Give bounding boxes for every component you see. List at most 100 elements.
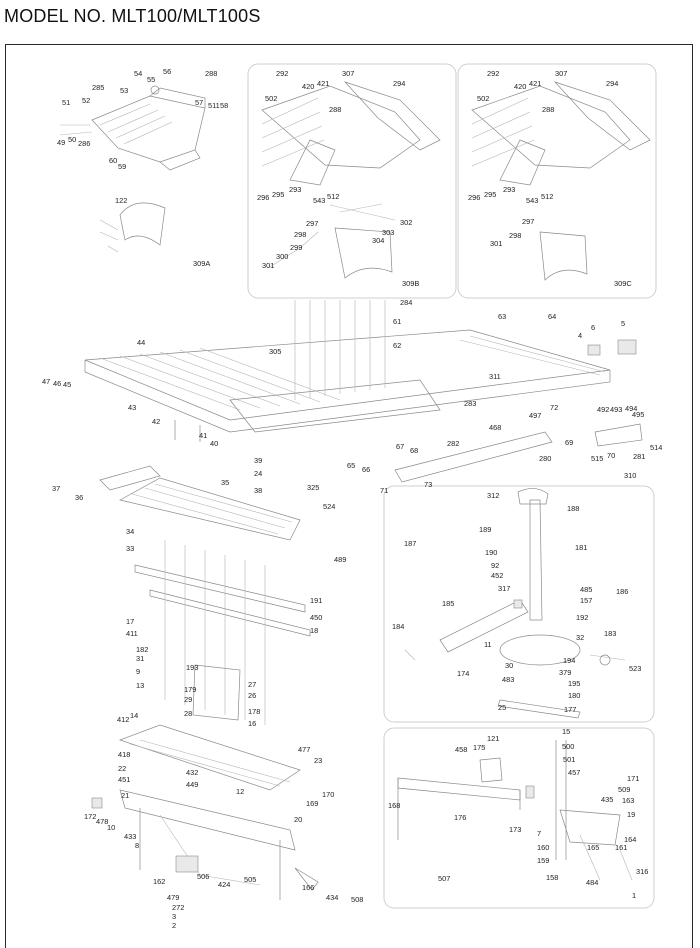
callout-number: 34	[126, 527, 134, 536]
callout-number: 61	[393, 317, 401, 326]
callout-number: 292	[487, 69, 499, 78]
callout-number: 62	[393, 341, 401, 350]
page-title: MODEL NO. MLT100/MLT100S	[4, 6, 261, 26]
callout-number: 55	[147, 75, 155, 84]
callout-number: 293	[289, 185, 301, 194]
callout-number: 33	[126, 544, 134, 553]
callout-number: 165	[587, 843, 599, 852]
callout-number: 42	[152, 417, 160, 426]
callout-number: 30	[505, 661, 513, 670]
callout-number: 468	[489, 423, 501, 432]
callout-number: 506	[197, 872, 209, 881]
callout-number: 159	[537, 856, 549, 865]
callout-number: 186	[616, 587, 628, 596]
callout-number: 121	[487, 734, 499, 743]
callout-number: 164	[624, 835, 636, 844]
callout-number: 297	[522, 217, 534, 226]
callout-number: 7	[537, 829, 541, 838]
callout-number: 65	[347, 461, 355, 470]
callout-number: 483	[502, 675, 514, 684]
callout-number: 501	[563, 755, 575, 764]
callout-number: 37	[52, 484, 60, 493]
callout-number: 63	[498, 312, 506, 321]
blade-guard-c-drawing	[471, 81, 651, 281]
callout-number: 24	[254, 469, 262, 478]
callout-number: 452	[491, 571, 503, 580]
callout-number: 309A	[193, 259, 210, 268]
callout-number: 60	[109, 156, 117, 165]
callout-number: 161	[615, 843, 627, 852]
callout-number: 59	[118, 162, 126, 171]
callout-number: 511	[208, 101, 220, 110]
callout-number: 22	[118, 764, 126, 773]
callout-number: 411	[126, 629, 138, 638]
callout-number: 169	[306, 799, 318, 808]
callout-number: 18	[310, 626, 318, 635]
callout-number: 162	[153, 877, 165, 886]
callout-number: 21	[121, 791, 129, 800]
callout-number: 17	[126, 617, 134, 626]
callout-number: 72	[550, 403, 558, 412]
callout-number: 187	[404, 539, 416, 548]
callout-number: 304	[372, 236, 384, 245]
callout-number: 171	[627, 774, 639, 783]
callout-number: 457	[568, 768, 580, 777]
callout-number: 58	[220, 101, 228, 110]
callout-number: 514	[650, 443, 662, 452]
callout-number: 515	[591, 454, 603, 463]
callout-number: 69	[565, 438, 573, 447]
callout-number: 312	[487, 491, 499, 500]
callout-number: 92	[491, 561, 499, 570]
callout-number: 512	[327, 192, 339, 201]
callout-number: 325	[307, 483, 319, 492]
callout-number: 492	[597, 405, 609, 414]
callout-number: 301	[490, 239, 502, 248]
callout-number: 41	[199, 431, 207, 440]
callout-number: 502	[477, 94, 489, 103]
callout-number: 189	[479, 525, 491, 534]
callout-number: 281	[633, 452, 645, 461]
callout-number: 182	[136, 645, 148, 654]
callout-number: 183	[604, 629, 616, 638]
callout-number: 421	[529, 79, 541, 88]
callout-number: 433	[124, 832, 136, 841]
callout-number: 307	[342, 69, 354, 78]
callout-number: 288	[542, 105, 554, 114]
callout-number: 71	[380, 486, 388, 495]
callout-number: 191	[310, 596, 322, 605]
callout-number: 495	[632, 410, 644, 419]
callout-number: 282	[447, 439, 459, 448]
callout-number: 8	[135, 841, 139, 850]
callout-number: 51	[62, 98, 70, 107]
blade-guard-panel-b	[247, 63, 457, 299]
callout-number: 29	[184, 695, 192, 704]
callout-number: 36	[75, 493, 83, 502]
callout-number: 54	[134, 69, 142, 78]
callout-number: 298	[509, 231, 521, 240]
callout-number: 302	[400, 218, 412, 227]
callout-number: 26	[248, 691, 256, 700]
callout-number: 493	[610, 405, 622, 414]
callout-number: 309B	[402, 279, 419, 288]
callout-number: 49	[57, 138, 65, 147]
callout-number: 185	[442, 599, 454, 608]
callout-number: 543	[526, 196, 538, 205]
callout-number: 67	[396, 442, 404, 451]
callout-number: 494	[625, 404, 637, 413]
diagram-frame	[5, 44, 693, 948]
callout-number: 450	[310, 613, 322, 622]
base-frame-drawing	[91, 724, 319, 900]
callout-number: 485	[580, 585, 592, 594]
callout-number: 45	[63, 380, 71, 389]
callout-number: 23	[314, 756, 322, 765]
callout-number: 68	[410, 446, 418, 455]
callout-number: 157	[580, 596, 592, 605]
rip-fence-panel	[383, 727, 655, 909]
callout-number: 12	[236, 787, 244, 796]
callout-number: 160	[537, 843, 549, 852]
callout-number: 379	[559, 668, 571, 677]
callout-number: 4	[578, 331, 582, 340]
callout-number: 175	[473, 743, 485, 752]
callout-number: 173	[509, 825, 521, 834]
